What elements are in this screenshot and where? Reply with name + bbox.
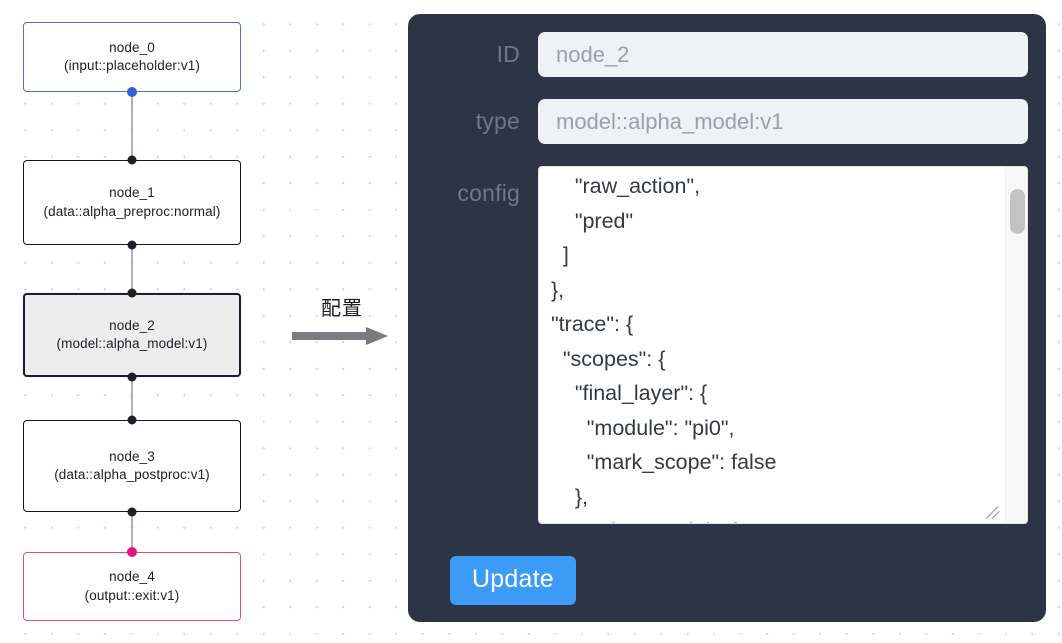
flow-node-title: node_4 — [109, 569, 155, 585]
edge-node1-node2 — [131, 245, 133, 293]
config-textarea[interactable]: "raw_action", "pred" ] }, "trace": { "sc… — [538, 166, 1028, 524]
config-scrollbar[interactable] — [1005, 167, 1027, 523]
flow-node-subtitle: (data::alpha_preproc:normal) — [43, 203, 221, 219]
config-json-content[interactable]: "raw_action", "pred" ] }, "trace": { "sc… — [550, 174, 777, 523]
arrow-caption: 配置 — [321, 296, 363, 320]
field-row-config: config "raw_action", "pred" ] }, "trace"… — [426, 166, 1028, 524]
handle-node_3-source[interactable] — [127, 507, 137, 517]
flow-node-node_0[interactable]: node_0 (input::placeholder:v1) — [23, 22, 241, 92]
handle-node_0-source[interactable] — [127, 87, 137, 97]
transition-arrow-group: 配置 — [292, 298, 392, 345]
arrow-right-icon — [292, 327, 388, 345]
edge-node2-node3 — [131, 377, 133, 420]
handle-node_2-target[interactable] — [127, 288, 137, 298]
edge-node0-node1 — [131, 92, 133, 160]
flow-node-title: node_3 — [109, 448, 155, 464]
handle-node_3-target[interactable] — [127, 415, 137, 425]
handle-node_4-target[interactable] — [127, 547, 137, 557]
flow-node-node_2[interactable]: node_2 (model::alpha_model:v1) — [23, 293, 241, 377]
flow-node-title: node_2 — [109, 317, 155, 333]
flow-node-node_1[interactable]: node_1 (data::alpha_preproc:normal) — [23, 160, 241, 245]
edge-node3-node4 — [131, 512, 133, 552]
field-row-id: ID — [426, 32, 1028, 77]
panel-actions: Update — [426, 546, 1028, 605]
type-field-label: type — [475, 108, 520, 134]
id-field-label: ID — [496, 41, 520, 67]
flow-node-title: node_0 — [109, 39, 155, 55]
config-scrollbar-thumb[interactable] — [1010, 189, 1025, 234]
node-inspector-panel: ID type config "raw_action", "pred" ] },… — [408, 14, 1046, 622]
flow-node-title: node_1 — [109, 185, 155, 201]
config-field-label: config — [457, 180, 520, 206]
flow-node-node_3[interactable]: node_3 (data::alpha_postproc:v1) — [23, 420, 241, 512]
flow-node-subtitle: (output::exit:v1) — [84, 587, 180, 603]
flow-node-subtitle: (data::alpha_postproc:v1) — [54, 467, 210, 482]
update-button[interactable]: Update — [450, 556, 576, 605]
flow-node-subtitle: (model::alpha_model:v1) — [56, 336, 208, 351]
flow-node-subtitle: (input::placeholder:v1) — [64, 58, 200, 73]
handle-node_2-source[interactable] — [127, 372, 137, 382]
id-input[interactable] — [538, 32, 1028, 77]
field-row-type: type — [426, 99, 1028, 144]
handle-node_1-source[interactable] — [127, 240, 137, 250]
flow-node-node_4[interactable]: node_4 (output::exit:v1) — [23, 552, 241, 621]
handle-node_1-target[interactable] — [127, 155, 137, 165]
type-input[interactable] — [538, 99, 1028, 144]
